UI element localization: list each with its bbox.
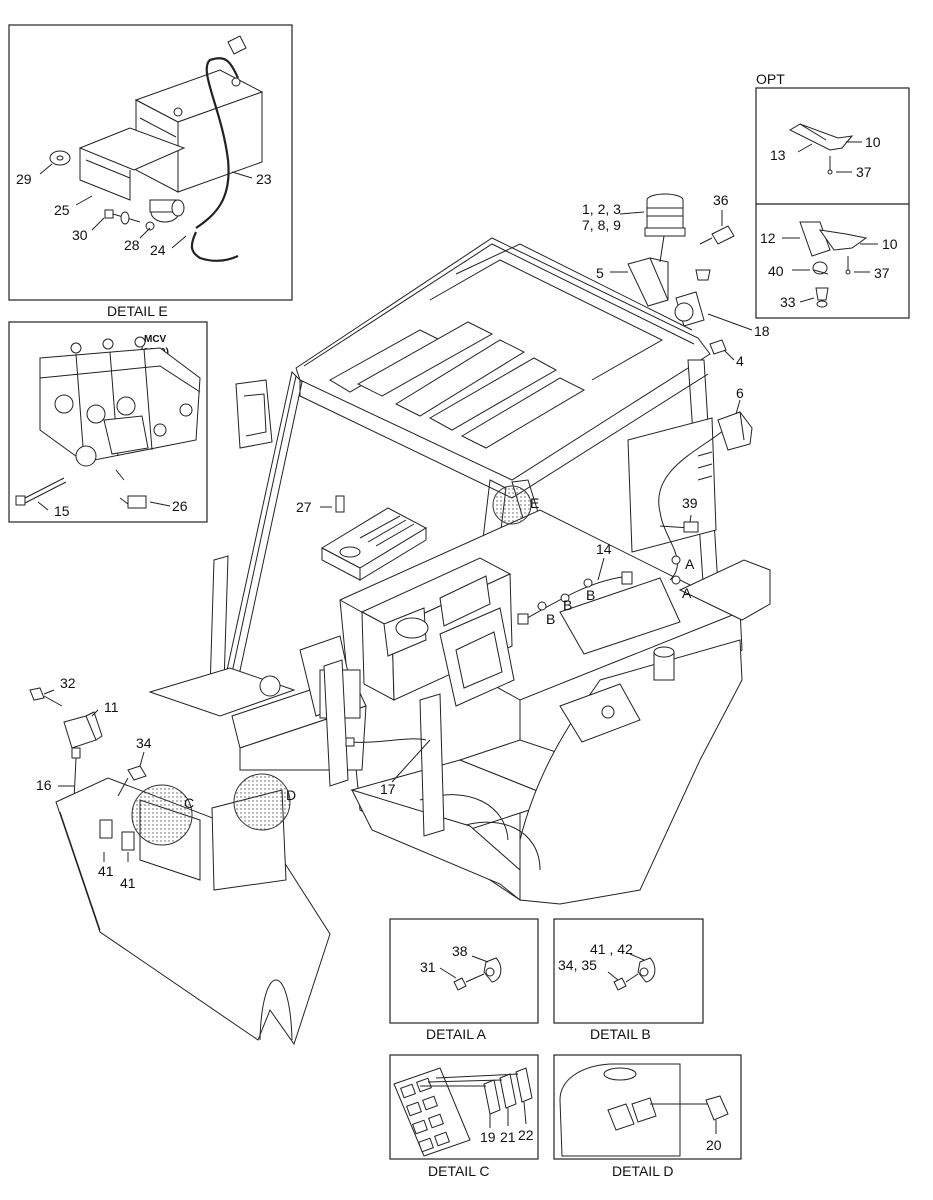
detail-c-box: 19 21 22 <box>389 1054 539 1160</box>
callout-41b: 41 <box>120 875 136 891</box>
detail-a-caption: DETAIL A <box>426 1026 487 1042</box>
callout-27: 27 <box>296 499 312 515</box>
clip-markers <box>537 555 681 611</box>
detail-e-marker <box>492 485 532 525</box>
marker-a2: A <box>682 585 692 601</box>
callout-18: 18 <box>754 323 770 339</box>
callout-33: 33 <box>780 294 796 310</box>
callout-19: 19 <box>480 1129 496 1145</box>
wire-harness-14 <box>519 575 631 623</box>
detail-d-caption: DETAIL D <box>612 1163 673 1179</box>
marker-a1: A <box>685 556 695 572</box>
battery-cable-23 <box>195 57 240 229</box>
callout-31: 31 <box>420 959 436 975</box>
marker-c: C <box>184 795 194 811</box>
callout-25: 25 <box>54 202 70 218</box>
detail-b-box: 41 , 42 34, 35 <box>553 918 704 1024</box>
callout-16: 16 <box>36 777 52 793</box>
mcv-box: MCV (3310) <box>8 321 208 523</box>
callout-7-8-9: 7, 8, 9 <box>582 217 621 233</box>
marker-b1: B <box>546 611 555 627</box>
bolt-36 <box>699 225 735 245</box>
opt-caption: OPT <box>756 71 785 87</box>
callout-41a: 41 <box>98 863 114 879</box>
marker-d: D <box>286 787 296 803</box>
callout-30: 30 <box>72 227 88 243</box>
callout-12: 12 <box>760 230 776 246</box>
callout-1-2-3: 1, 2, 3 <box>582 201 621 217</box>
battery-switch <box>145 199 185 231</box>
bolt-30 <box>104 209 141 225</box>
callout-15: 15 <box>54 503 70 519</box>
detail-d-marker <box>233 773 291 831</box>
marker-e: E <box>530 495 539 511</box>
callout-39: 39 <box>682 495 698 511</box>
callout-24: 24 <box>150 242 166 258</box>
detail-b-caption: DETAIL B <box>590 1026 651 1042</box>
callout-37a: 37 <box>856 164 872 180</box>
callout-21: 21 <box>500 1129 516 1145</box>
callout-28: 28 <box>124 237 140 253</box>
truck-frame <box>148 507 771 905</box>
marker-b3: B <box>586 587 595 603</box>
lamp-18 <box>674 291 705 327</box>
fitting-26 <box>119 495 147 509</box>
battery <box>134 69 264 193</box>
callout-29: 29 <box>16 171 32 187</box>
mcv-valve <box>39 336 201 481</box>
callout-34: 34 <box>136 735 152 751</box>
detail-c-caption: DETAIL C <box>428 1163 489 1179</box>
bolt-15 <box>15 477 67 506</box>
callout-41-42: 41 , 42 <box>590 941 633 957</box>
detail-e-caption: DETAIL E <box>107 303 168 319</box>
tray-27 <box>320 507 428 581</box>
callout-36: 36 <box>713 192 729 208</box>
detail-d-box: 20 <box>553 1054 742 1160</box>
beacon-lamp <box>644 193 686 237</box>
callout-14: 14 <box>596 541 612 557</box>
mcv-label: MCV <box>144 334 167 345</box>
callout-40: 40 <box>768 263 784 279</box>
detail-c-marker <box>131 784 193 846</box>
callout-38: 38 <box>452 943 468 959</box>
callout-26: 26 <box>172 498 188 514</box>
beacon-bracket-5 <box>627 257 669 307</box>
callout-11: 11 <box>104 699 119 715</box>
callout-17: 17 <box>380 781 396 797</box>
opt-box: 13 10 37 12 10 40 37 33 <box>755 87 910 319</box>
callout-32: 32 <box>60 675 76 691</box>
opt-mount-bottom <box>799 221 868 308</box>
callout-22: 22 <box>518 1127 534 1143</box>
lamp-6 <box>717 411 753 451</box>
battery-cable-24 <box>190 231 239 262</box>
callout-20: 20 <box>706 1137 722 1153</box>
callout-6: 6 <box>736 385 744 401</box>
detail-e-box: 29 25 30 28 24 23 <box>8 24 293 301</box>
callout-34-35: 34, 35 <box>558 957 597 973</box>
callout-10b: 10 <box>882 236 898 252</box>
battery-bracket <box>78 127 186 171</box>
callout-37b: 37 <box>874 265 890 281</box>
callout-13: 13 <box>770 147 786 163</box>
callout-5: 5 <box>596 265 604 281</box>
detail-a-box: 38 31 <box>389 918 539 1024</box>
opt-mount-top <box>788 123 854 175</box>
callout-23: 23 <box>256 171 272 187</box>
marker-b2: B <box>563 597 572 613</box>
callout-10a: 10 <box>865 134 881 150</box>
callout-4: 4 <box>736 353 744 369</box>
